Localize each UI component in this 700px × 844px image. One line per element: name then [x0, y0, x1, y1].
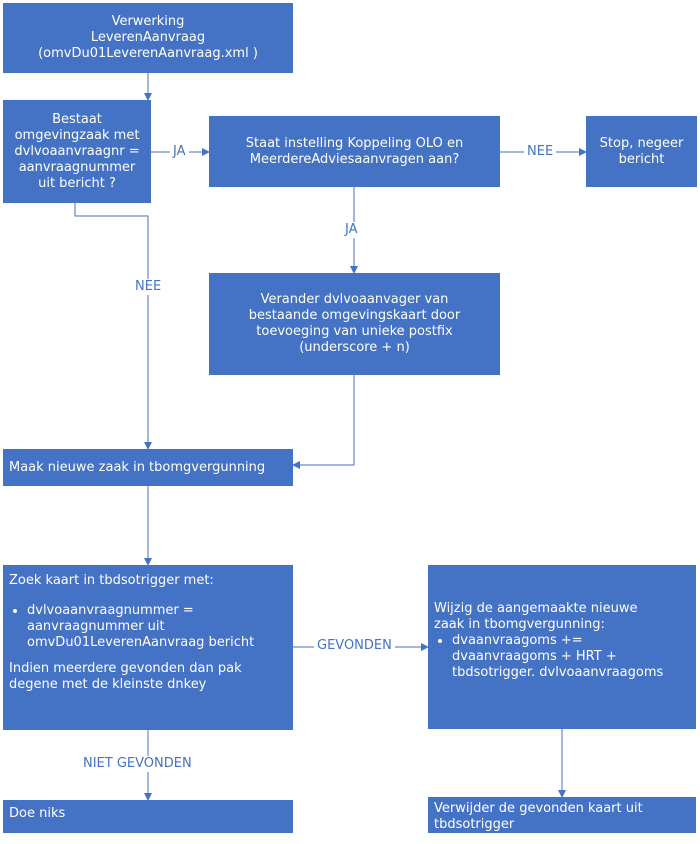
change-applicant-node: Verander dvlvoaanvager van bestaande omg…	[209, 273, 500, 375]
decision-setting-line: MeerdereAdviesaanvragen aan?	[249, 151, 460, 167]
start-node: Verwerking LeverenAanvraag (omvDu01Lever…	[3, 3, 293, 73]
edge-change-to-make	[292, 375, 355, 469]
stop-node-line: Stop, negeer	[599, 135, 684, 151]
modify-zaak-title-line: zaak in tbomgvergunning:	[434, 617, 605, 632]
modify-zaak-action-line: tbdsotrigger. dvlvoaanvraagoms	[452, 665, 664, 680]
decision-setting-line: Staat instelling Koppeling OLO en	[245, 135, 464, 151]
edge-exists-to-make	[74, 203, 152, 450]
decision-setting-enabled: Staat instelling Koppeling OLO en Meerde…	[209, 116, 500, 187]
stop-node: Stop, negeer bericht	[586, 116, 697, 187]
decision-zaak-exists-line: aanvraagnummer	[18, 159, 136, 175]
change-applicant-line: toevoeging van unieke postfix	[256, 324, 453, 339]
modify-zaak-action-line: dvaanvraagoms + HRT +	[452, 649, 617, 664]
search-kaart-criterion-line: omvDu01LeverenAanvraag bericht	[27, 635, 255, 650]
decision-zaak-exists-line: Bestaat	[52, 111, 102, 127]
search-kaart-title: Zoek kaart in tbdsotrigger met:	[9, 573, 214, 588]
decision-zaak-exists-line: dvlvoaanvraagnr =	[14, 143, 140, 159]
search-kaart-criterion: dvlvoaanvraagnummer = aanvraagnummer uit…	[27, 603, 287, 651]
modify-zaak-action: dvaanvraagoms += dvaanvraagoms + HRT + t…	[452, 633, 690, 681]
edge-label-nee-stop: NEE	[524, 144, 557, 160]
start-node-line: Verwerking	[111, 14, 185, 29]
edge-label-ja-setting: JA	[170, 144, 189, 160]
change-applicant-line: Verander dvlvoaanvager van	[260, 292, 449, 307]
edge-label-niet-gevonden: NIET GEVONDEN	[80, 756, 195, 772]
search-kaart-node: Zoek kaart in tbdsotrigger met: dvlvoaan…	[3, 565, 293, 730]
edge-label-nee-make: NEE	[132, 279, 165, 295]
modify-zaak-node: Wijzig de aangemaakte nieuwe zaak in tbo…	[428, 565, 696, 729]
delete-kaart-line: tbdsotrigger	[434, 817, 515, 832]
delete-kaart-line: Verwijder de gevonden kaart uit	[434, 801, 643, 816]
change-applicant-line: bestaande omgevingskaart door	[248, 308, 461, 323]
search-kaart-criterion-line: aanvraagnummer uit	[27, 619, 165, 634]
make-zaak-label: Maak nieuwe zaak in tbomgvergunning	[9, 459, 266, 475]
edge-label-ja-change: JA	[342, 222, 361, 238]
search-kaart-note: Indien meerdere gevonden dan pak degene …	[9, 661, 287, 693]
decision-zaak-exists-line: uit bericht ?	[38, 175, 116, 191]
make-zaak-node: Maak nieuwe zaak in tbomgvergunning	[3, 449, 293, 486]
start-node-line: LeverenAanvraag	[90, 30, 206, 45]
decision-zaak-exists-line: omgevingzaak met	[14, 127, 140, 143]
search-kaart-note-line: degene met de kleinste dnkey	[9, 677, 207, 692]
start-node-line: (omvDu01LeverenAanvraag.xml )	[38, 46, 258, 61]
do-nothing-label: Doe niks	[9, 806, 66, 821]
do-nothing-node: Doe niks	[3, 800, 293, 833]
search-kaart-criteria: dvlvoaanvraagnummer = aanvraagnummer uit…	[9, 603, 287, 651]
modify-zaak-action-line: dvaanvraagoms +=	[452, 633, 583, 648]
search-kaart-note-line: Indien meerdere gevonden dan pak	[9, 661, 242, 676]
modify-zaak-title-line: Wijzig de aangemaakte nieuwe	[434, 601, 638, 616]
stop-node-line: bericht	[618, 151, 665, 167]
decision-zaak-exists: Bestaat omgevingzaak met dvlvoaanvraagnr…	[3, 100, 151, 203]
change-applicant-line: (underscore + n)	[299, 340, 410, 355]
delete-kaart-node: Verwijder de gevonden kaart uit tbdsotri…	[428, 797, 696, 833]
modify-zaak-actions: dvaanvraagoms += dvaanvraagoms + HRT + t…	[434, 633, 690, 681]
search-kaart-criterion-line: dvlvoaanvraagnummer =	[27, 603, 194, 618]
edge-label-gevonden: GEVONDEN	[314, 638, 395, 654]
